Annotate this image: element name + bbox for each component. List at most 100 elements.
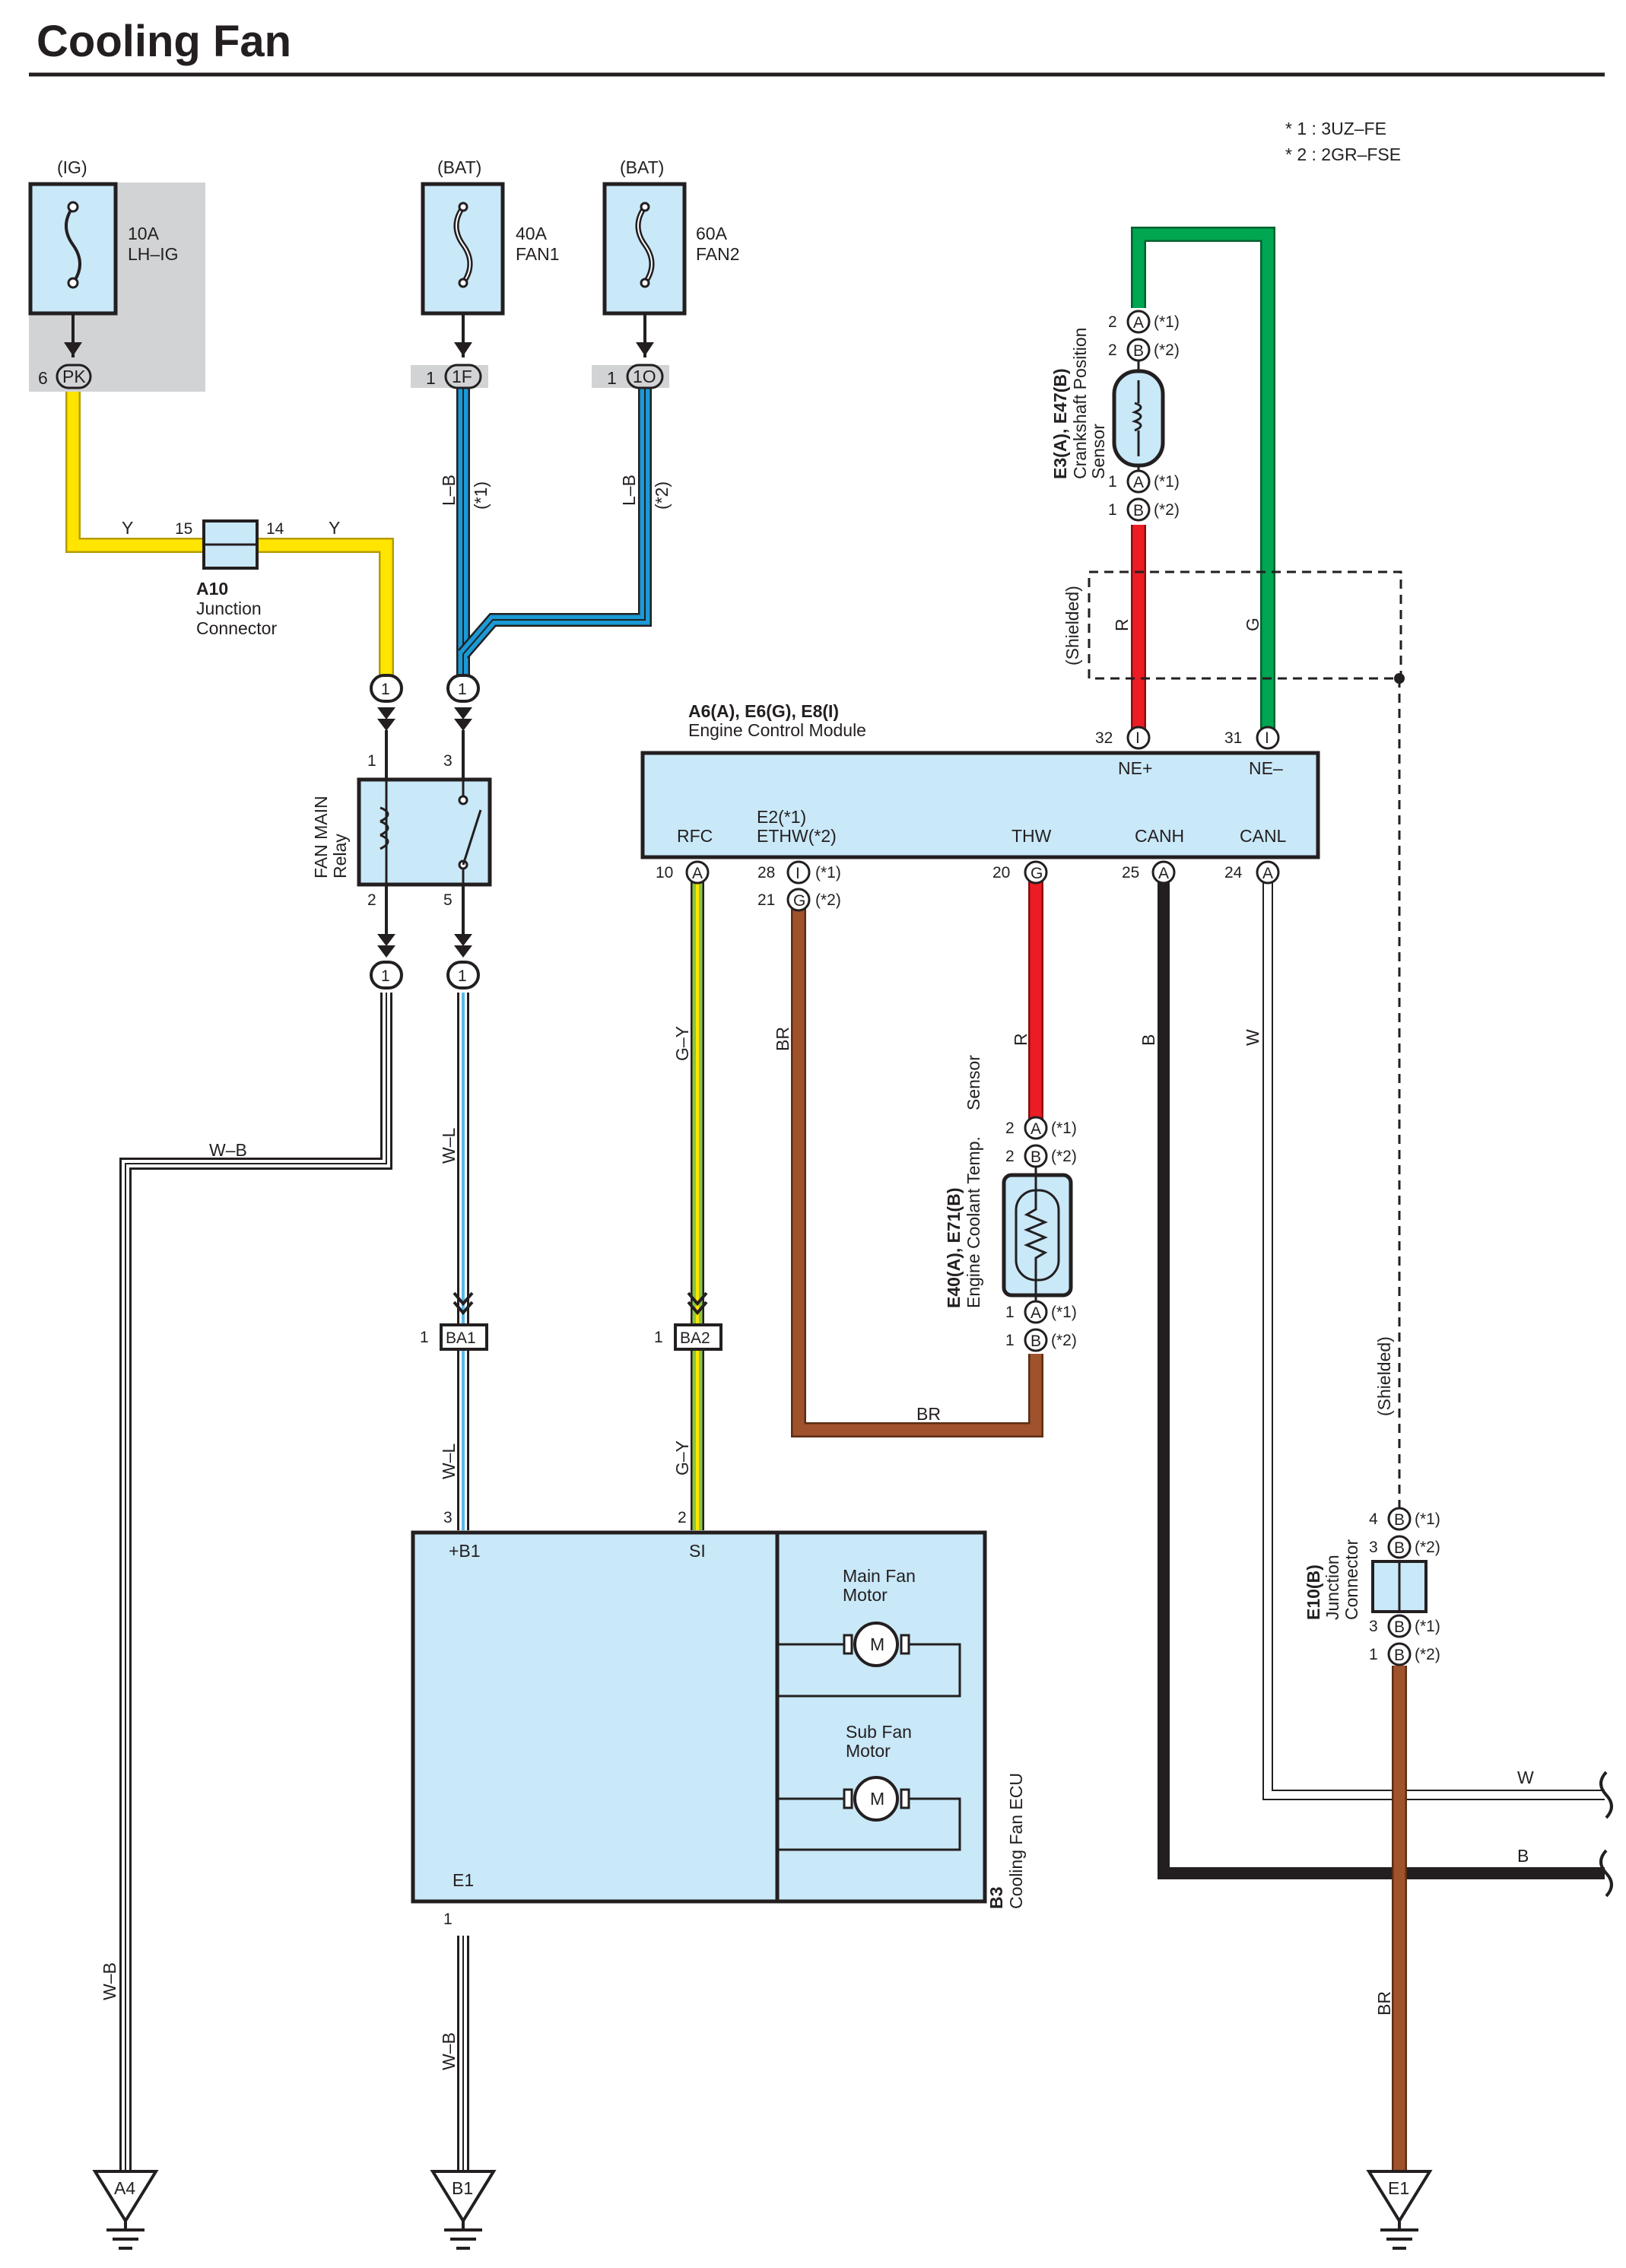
sub-fan-m: M bbox=[870, 1789, 884, 1809]
a10-name2: Connector bbox=[196, 618, 277, 638]
wire-wl-label-1: W–L bbox=[439, 1128, 459, 1164]
wire-lb-note-2: (*2) bbox=[652, 481, 672, 510]
fuse-lh-ig bbox=[28, 182, 118, 357]
ground-a4 bbox=[92, 2170, 159, 2250]
wire-break-b bbox=[1599, 1849, 1613, 1898]
wire-br-sensor bbox=[791, 901, 1043, 1437]
wire-w-b-a4 bbox=[119, 993, 392, 2175]
ecm-pin-thw-num: 20 bbox=[992, 864, 1010, 881]
wire-br-label-v: BR bbox=[773, 1027, 792, 1051]
wire-b-label-v: B bbox=[1139, 1034, 1158, 1046]
ecu-label-si: SI bbox=[689, 1541, 706, 1561]
ba1-pin: 1 bbox=[420, 1329, 429, 1346]
sub-fan-motor bbox=[777, 1776, 961, 1851]
ba2-pin: 1 bbox=[654, 1329, 663, 1346]
wire-break-w bbox=[1599, 1771, 1613, 1819]
sub-fan-label1: Sub Fan bbox=[846, 1722, 912, 1742]
wire-wb-label-top: W–B bbox=[209, 1140, 247, 1160]
crank-pin-2-note: (*1) bbox=[1154, 473, 1180, 491]
wire-g-ne-minus bbox=[1131, 227, 1275, 730]
coolant-pin-2-num: 1 bbox=[1005, 1304, 1015, 1321]
coolant-pin-0-conn: A bbox=[1031, 1120, 1041, 1138]
coolant-pin-2-note: (*1) bbox=[1051, 1304, 1077, 1321]
fuse-fan2 bbox=[602, 182, 687, 357]
e10-pin-0-note: (*1) bbox=[1415, 1510, 1440, 1528]
relay-name2: Relay bbox=[330, 834, 350, 878]
ecm-pin-ethw-num: 21 bbox=[757, 891, 775, 909]
relay-top-conn-2: 1 bbox=[458, 681, 467, 698]
ecu-label-b1: +B1 bbox=[449, 1541, 481, 1561]
wire-br-label-h: BR bbox=[916, 1404, 941, 1424]
ecu-pin-si: 2 bbox=[678, 1509, 687, 1526]
shield-junction-dot bbox=[1394, 673, 1405, 684]
fuse-fan1 bbox=[421, 182, 505, 357]
ba1-connector bbox=[440, 1323, 488, 1351]
wire-gy-label-1: G–Y bbox=[672, 1026, 692, 1061]
fan2-source: (BAT) bbox=[620, 157, 664, 177]
e10-pin-2-num: 3 bbox=[1369, 1618, 1378, 1635]
e10-pin-3-num: 1 bbox=[1369, 1646, 1378, 1663]
ecm-pin-canl-conn: A bbox=[1262, 865, 1273, 882]
ecm-id: A6(A), E6(G), E8(I) bbox=[688, 701, 839, 721]
fan2-pin: 1 bbox=[607, 368, 617, 388]
main-fan-motor bbox=[777, 1622, 961, 1698]
fan-ecu-id: B3 bbox=[986, 1887, 1006, 1909]
coolant-pin-3-num: 1 bbox=[1005, 1332, 1015, 1349]
a10-pin-left: 15 bbox=[175, 520, 192, 538]
fan-main-relay bbox=[357, 777, 492, 887]
ecm-label-ethw: ETHW(*2) bbox=[757, 826, 837, 846]
wire-wb-label-b1: W–B bbox=[439, 2032, 459, 2070]
ecm-label-thw: THW bbox=[1011, 826, 1052, 846]
pk-label: PK bbox=[62, 367, 86, 386]
ecm-pin-rfc-num: 10 bbox=[656, 864, 673, 881]
e10-name1: Junction bbox=[1323, 1555, 1342, 1620]
pk-pin: 6 bbox=[38, 368, 48, 388]
crank-pin-2-num: 1 bbox=[1108, 473, 1117, 491]
e10-pin-0-num: 4 bbox=[1369, 1510, 1378, 1528]
crank-pin-0-note: (*1) bbox=[1154, 313, 1180, 331]
wire-r-label-ne: R bbox=[1112, 618, 1132, 631]
main-fan-m: M bbox=[870, 1634, 884, 1654]
crank-pin-3-conn: B bbox=[1133, 502, 1144, 519]
e10-name2: Connector bbox=[1342, 1539, 1361, 1620]
e10-junction-connector bbox=[1371, 1560, 1428, 1613]
wire-wl-label-2: W–L bbox=[439, 1444, 459, 1480]
ba2-name: BA2 bbox=[680, 1329, 710, 1347]
crank-pin-0-num: 2 bbox=[1108, 313, 1117, 331]
fan1-connector bbox=[444, 364, 482, 389]
ecm-label-rfc: RFC bbox=[677, 826, 713, 846]
e10-pins bbox=[1387, 1507, 1412, 1666]
ecm-pin-canh-conn: A bbox=[1158, 865, 1169, 882]
a10-id: A10 bbox=[196, 579, 228, 599]
ecu-label-e1: E1 bbox=[453, 1870, 474, 1890]
page-title: Cooling Fan bbox=[37, 17, 291, 66]
relay-name1: FAN MAIN bbox=[311, 796, 331, 878]
crank-pin-0-conn: A bbox=[1133, 314, 1144, 332]
fuse-fan1-name: FAN1 bbox=[516, 244, 560, 264]
crank-pin-3-note: (*2) bbox=[1154, 501, 1180, 519]
ecm-top-1-num: 31 bbox=[1224, 729, 1242, 747]
ground-b1 bbox=[430, 2170, 497, 2250]
e10-pin-1-num: 3 bbox=[1369, 1539, 1378, 1556]
ecm-label-canh: CANH bbox=[1135, 826, 1184, 846]
crank-pin-3-num: 1 bbox=[1108, 501, 1117, 519]
coolant-pin-1-conn: B bbox=[1031, 1148, 1041, 1166]
fuse-lh-ig-amp: 10A bbox=[128, 224, 160, 243]
wire-lb-label-1: L–B bbox=[439, 475, 459, 506]
ba2-connector bbox=[674, 1323, 722, 1351]
ground-e1-label: E1 bbox=[1388, 2178, 1409, 2198]
crank-pin-2-conn: A bbox=[1133, 474, 1144, 491]
coolant-pin-3-note: (*2) bbox=[1051, 1332, 1077, 1349]
fuse-fan1-amp: 40A bbox=[516, 224, 548, 243]
relay-connectors-top bbox=[370, 674, 480, 731]
wire-y-label-left: Y bbox=[122, 518, 133, 538]
ecm-pin-e2-num: 28 bbox=[757, 864, 775, 881]
wire-br-label-e10: BR bbox=[1374, 1991, 1394, 2015]
wire-r-label-thw: R bbox=[1011, 1033, 1031, 1046]
e10-pin-2-note: (*1) bbox=[1415, 1618, 1440, 1635]
fan-ecu-name: Cooling Fan ECU bbox=[1006, 1773, 1026, 1909]
ground-e1 bbox=[1366, 2170, 1433, 2250]
wire-gy-label-2: G–Y bbox=[672, 1441, 692, 1475]
main-fan-label2: Motor bbox=[843, 1585, 888, 1605]
